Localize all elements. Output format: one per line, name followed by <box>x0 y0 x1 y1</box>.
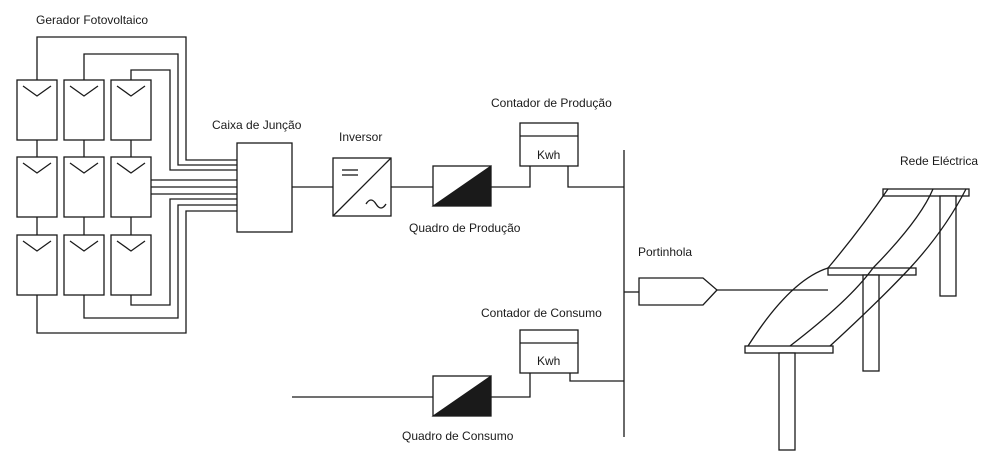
production-meter-kwh: Kwh <box>537 148 560 162</box>
solar-panel <box>63 234 105 296</box>
wire-panel-to-production-meter <box>491 166 531 188</box>
inverter-diagonal <box>332 157 392 217</box>
portinhola-box <box>638 277 718 306</box>
wire-bus-to-consumption-meter <box>569 373 624 382</box>
grid-label: Rede Eléctrica <box>900 154 978 168</box>
inverter-label: Inversor <box>339 130 382 144</box>
utility-pole <box>827 267 917 372</box>
solar-panel <box>63 79 105 141</box>
solar-panel <box>63 156 105 218</box>
consumption-meter <box>519 329 579 374</box>
wire-consumption-meter-to-panel <box>491 373 531 398</box>
solar-panel <box>110 156 152 218</box>
grid-poles <box>744 188 970 451</box>
production-panel-label: Quadro de Produção <box>409 221 521 235</box>
grid-conductor <box>747 188 889 347</box>
grid-conductor <box>789 188 934 347</box>
consumption-meter-kwh: Kwh <box>537 354 560 368</box>
string-wiring <box>36 36 237 334</box>
utility-pole <box>882 188 970 297</box>
consumption-panel <box>431 375 492 417</box>
portinhola-label: Portinhola <box>638 245 692 259</box>
wire-production-meter-to-bus <box>567 166 624 188</box>
production-meter-label: Contador de Produção <box>491 96 612 110</box>
solar-panel <box>16 234 58 296</box>
consumption-panel-label: Quadro de Consumo <box>402 429 514 443</box>
solar-panel-array <box>16 79 152 296</box>
solar-panel <box>110 234 152 296</box>
junction-box <box>236 142 293 233</box>
production-panel <box>431 165 492 207</box>
consumption-meter-label: Contador de Consumo <box>481 306 602 320</box>
solar-panel <box>16 79 58 141</box>
solar-panel <box>110 79 152 141</box>
production-meter <box>519 122 579 167</box>
solar-panel <box>16 156 58 218</box>
grid-conductor <box>829 188 967 347</box>
junction-box-label: Caixa de Junção <box>212 118 302 132</box>
utility-pole <box>744 345 834 451</box>
ac-symbol-icon <box>365 199 387 209</box>
inverter <box>332 157 392 217</box>
generator-label: Gerador Fotovoltaico <box>36 13 148 27</box>
